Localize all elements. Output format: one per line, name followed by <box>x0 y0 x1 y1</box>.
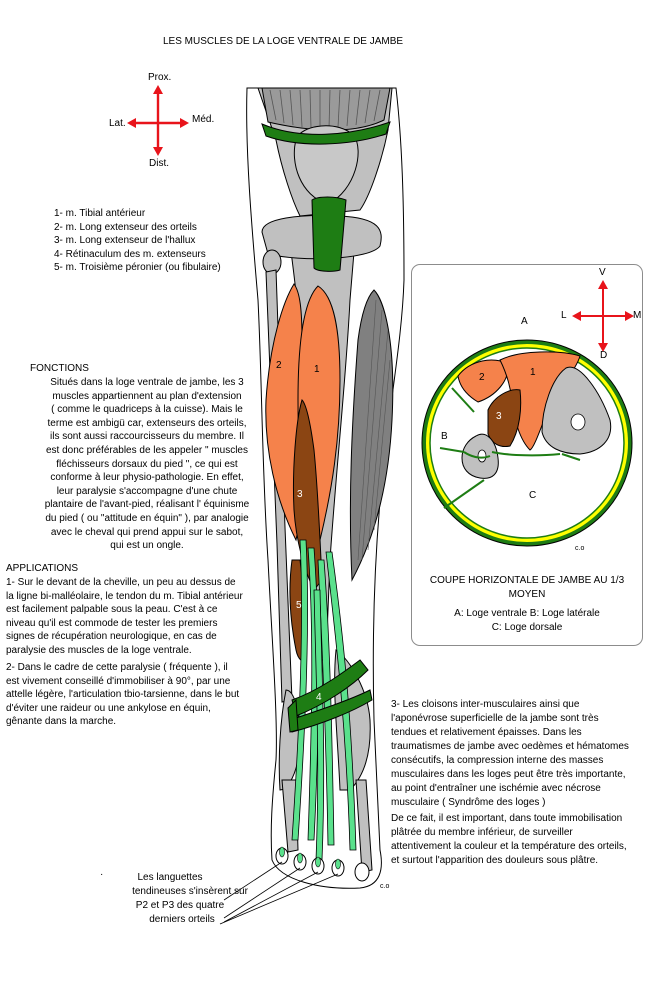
text-line: l'aponévrose superficielle de la jambe s… <box>391 713 599 724</box>
text-line: avec le cheval qui prend appui sur le sa… <box>50 526 244 538</box>
page-title: LES MUSCLES DE LA LOGE VENTRALE DE JAMBE <box>163 36 404 47</box>
toe-tendon-tips <box>279 846 341 870</box>
text-line: gênante dans la marche. <box>6 716 117 728</box>
section-label-c: C <box>529 490 537 501</box>
text-line: ( comme le quadriceps à la cuisse). Mais… <box>51 404 243 416</box>
section-label-b: B <box>441 431 448 442</box>
text-line: est donc préférables de les appeler " mu… <box>46 445 248 456</box>
text-line: paralysie des muscles de la loge ventral… <box>6 645 192 656</box>
text-line: tendineuses s'insèrent sur <box>132 886 248 897</box>
text-line: 2- Dans le cadre de cette paralysie ( fr… <box>6 662 228 673</box>
extensor-tendons <box>291 539 357 861</box>
patellar-tendon <box>261 121 391 272</box>
text-line: d'éviter une raideur ou une ankylose en … <box>6 702 211 714</box>
text-line: au point d'entraîner une ischémie avec n… <box>391 783 601 794</box>
caption-line: A: Loge ventrale B: Loge latérale <box>454 608 600 619</box>
text-line: 1- Sur le devant de la cheville, un peu … <box>6 577 236 588</box>
text-line: conforme à leur physio-pathologie. En ef… <box>50 472 244 484</box>
compass-section-arrows <box>572 280 634 352</box>
leg-label-4: 4 <box>316 692 322 703</box>
caption-line: C: Loge dorsale <box>491 622 563 633</box>
text-line: niveau qu'il est commode de tester les p… <box>6 617 218 629</box>
section-compass-m: M <box>633 310 642 321</box>
applications-heading: APPLICATIONS <box>6 563 79 574</box>
legend-item: 5- m. Troisième péronier (ou fibulaire) <box>54 262 221 273</box>
section-muscle-3: 3 <box>496 411 502 422</box>
text-line: du pied ( ou "attitude en équin" ), par … <box>45 513 249 524</box>
section-compass-l: L <box>561 310 567 321</box>
text-line: De ce fait, il est important, dans toute… <box>391 813 623 824</box>
text-line: musculaire ( Syndrôme des loges ) <box>391 797 546 808</box>
leg-signature: c.o <box>380 883 390 890</box>
text-line: musculaires dans les loges peut être trè… <box>391 769 626 780</box>
cross-section-diagram <box>421 280 634 547</box>
section-muscle-1: 1 <box>530 367 536 378</box>
caption-line: MOYEN <box>508 589 546 600</box>
cross-section-panel <box>411 264 643 646</box>
leg-label-1: 1 <box>314 364 320 375</box>
compass-prox-label: Prox. <box>148 72 172 83</box>
extensor-retinaculum <box>287 659 373 733</box>
section-compass-d: D <box>600 350 608 361</box>
section-compass-v: V <box>599 267 606 278</box>
text-line: ils sont aussi raccourcisseurs du membre… <box>50 431 244 443</box>
leg-label-3: 3 <box>297 489 303 500</box>
section-signature: c.o <box>575 545 585 552</box>
text-line: muscles appartiennent au plan d'extensio… <box>52 390 242 402</box>
compass-main-arrows <box>127 85 189 156</box>
section-muscle-2: 2 <box>479 372 485 383</box>
text-line: P2 et P3 des quatre <box>135 900 225 911</box>
text-line: tendues et relativement épaisses. Dans l… <box>391 727 582 738</box>
caption-line: COUPE HORIZONTALE DE JAMBE AU 1/3 <box>429 575 625 586</box>
text-line: est facilement palpable sous la peau. C'… <box>6 604 218 616</box>
text-line: 3- Les cloisons inter-musculaires ainsi … <box>391 699 580 710</box>
note-pointer-lines <box>219 861 339 925</box>
text-line: plâtrée du membre inférieur, de surveill… <box>391 827 573 838</box>
note-bullet: · <box>100 869 104 880</box>
text-line: consécutifs, la compression interne des … <box>391 755 604 766</box>
text-line: plantaire de l'avant-pied, réalisant l' … <box>44 499 250 511</box>
text-line: signes de récupération neurologique, en … <box>6 631 217 643</box>
text-line: la ligne bi-malléolaire, le tendon du m.… <box>6 590 243 602</box>
text-line: derniers orteils <box>149 914 215 925</box>
text-line: qui est un ongle. <box>110 540 184 552</box>
text-line: traumatismes de jambe avec oedèmes et hé… <box>391 741 629 752</box>
compass-med-label: Méd. <box>192 114 215 125</box>
legend-item: 3- m. Long extenseur de l'hallux <box>54 235 196 246</box>
text-line: fléchisseurs dorsaux du pied ", ce qui e… <box>56 458 238 470</box>
compass-lat-label: Lat. <box>109 118 126 129</box>
text-line: terme est ambigü car, extenseurs des ort… <box>47 417 247 429</box>
text-line: attelle légère, l'articulation tbio-tars… <box>6 689 240 701</box>
section-label-a: A <box>521 316 528 327</box>
text-line: attentivement la couleur et la températu… <box>391 841 627 852</box>
fonctions-heading: FONCTIONS <box>30 363 89 374</box>
legend-item: 2- m. Long extenseur des orteils <box>54 221 197 233</box>
text-line: Les languettes <box>137 872 203 883</box>
text-line: leur paralysie s'accompagne d'une chute <box>56 485 238 497</box>
text-line: Situés dans la loge ventrale de jambe, l… <box>50 377 244 388</box>
legend-item: 1- m. Tibial antérieur <box>54 208 146 219</box>
compass-dist-label: Dist. <box>149 158 169 169</box>
legend-item: 4- Rétinaculum des m. extenseurs <box>54 248 206 260</box>
leg-label-2: 2 <box>276 360 282 371</box>
text-line: est vivement conseillé d'immobiliser à 9… <box>6 675 231 687</box>
text-line: et surtout l'apparition des douleurs sou… <box>391 855 599 866</box>
leg-label-5: 5 <box>296 600 302 611</box>
